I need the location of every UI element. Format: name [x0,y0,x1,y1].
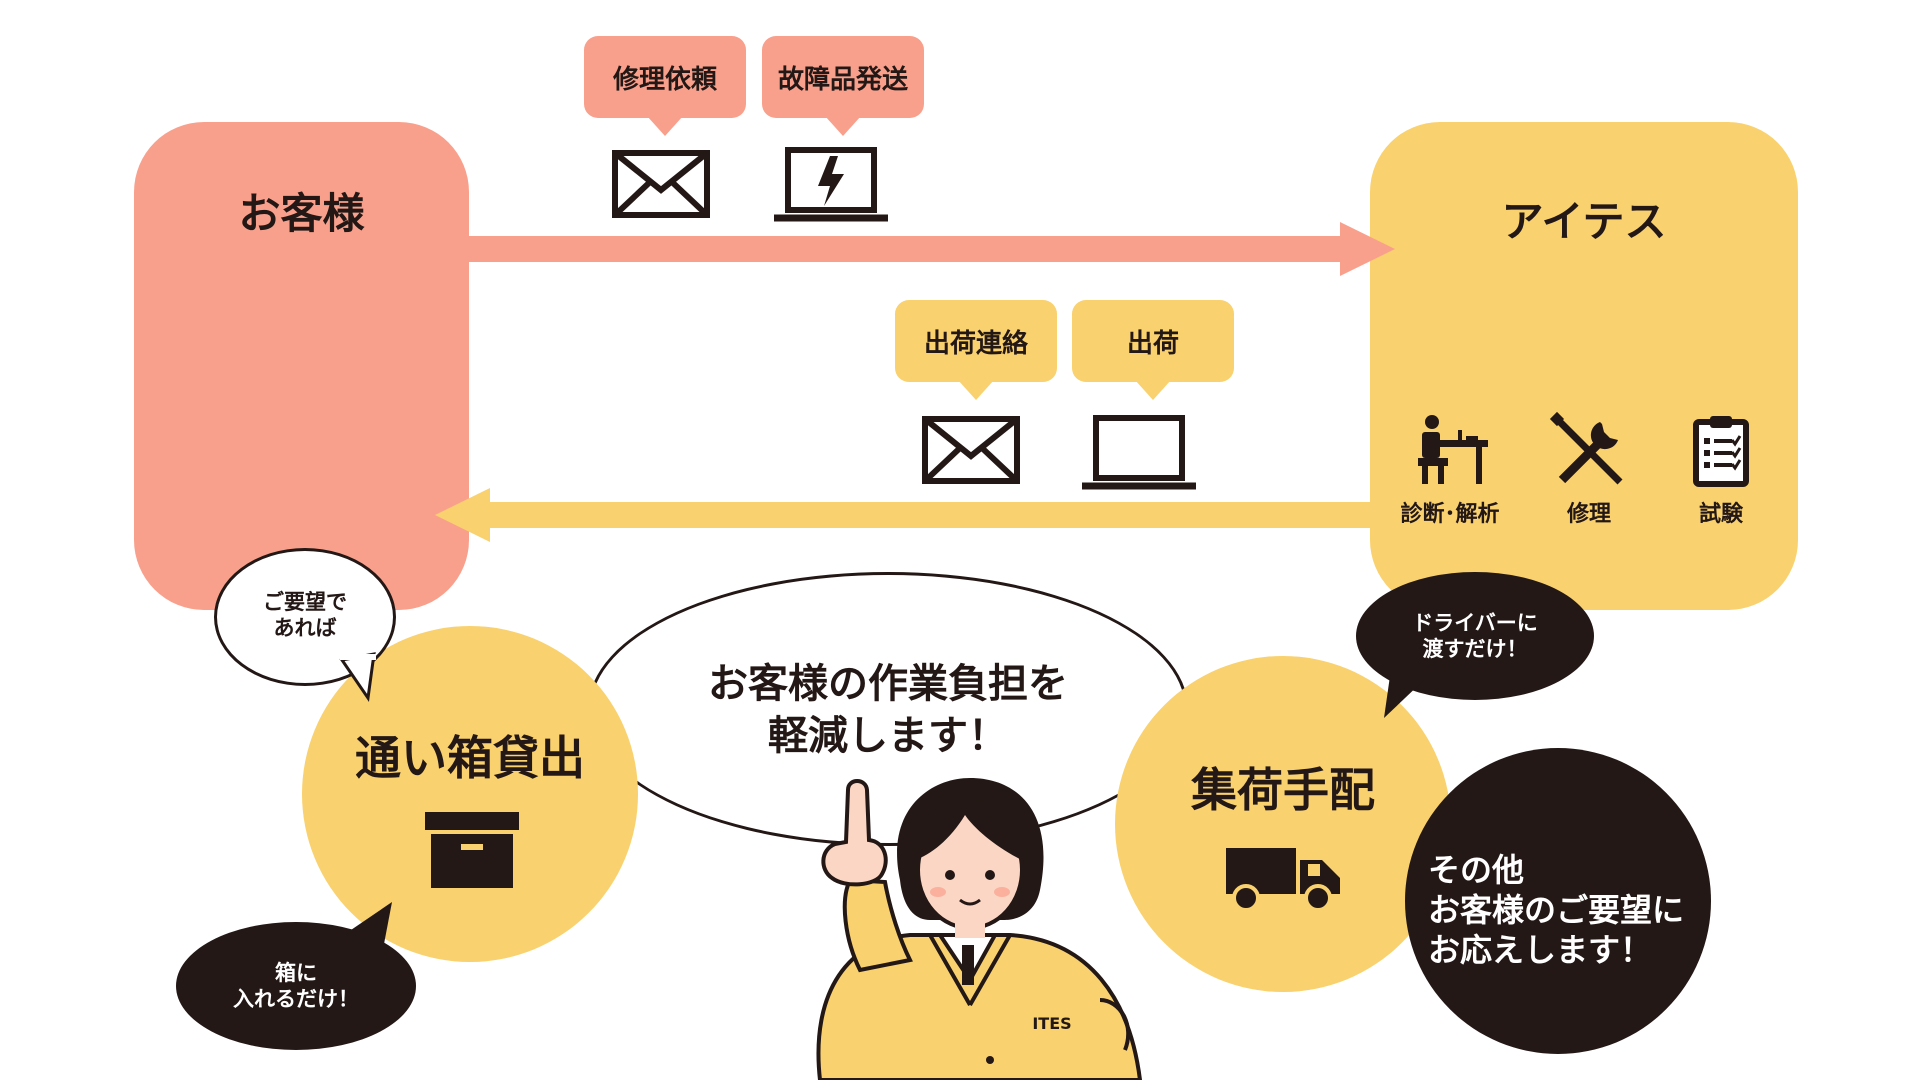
service-label-diagnosis: 診断･解析 [1400,502,1500,527]
bubble-driver-line1: ドライバーに [1412,611,1538,635]
pickup-circle [1115,656,1451,992]
bubble-just-box: 箱に 入れるだけ！ [176,922,416,1050]
service-label-test: 試験 [1698,502,1743,527]
arrow-to-ites-head [1340,222,1395,276]
envelope-icon [922,416,1020,484]
arrow-to-ites [460,236,1342,262]
mascot-badge: ITES [1032,1014,1072,1033]
main-message: お客様の作業負担を 軽減します！ [588,658,1188,762]
laptop-icon [1082,415,1196,490]
main-speech-bubble [588,572,1188,846]
other-requests-text: その他 お客様のご要望に お応えします！ [1428,850,1708,970]
customer-box [134,122,469,610]
desk-worker-icon [1418,415,1488,484]
tag-shipment: 出荷 [1072,300,1234,400]
arrow-to-customer [490,502,1370,528]
mascot-character [816,778,1143,1080]
other-line3: お応えします！ [1428,931,1653,969]
pickup-title: 集荷手配 [1191,763,1375,817]
clipboard-checklist-icon [1693,416,1749,487]
envelope-icon [612,150,710,218]
bubble-just-box-line1: 箱に [275,961,317,985]
service-label-repair: 修理 [1566,502,1611,527]
customer-title: お客様 [238,189,365,238]
other-line1: その他 [1428,851,1525,889]
broken-laptop-icon [774,147,888,222]
other-line2: お客様のご要望に [1428,891,1685,929]
ites-title: アイテス [1501,197,1667,246]
bubble-driver-tail [1384,676,1424,718]
tag-ship-notice: 出荷連絡 [895,300,1057,400]
main-message-line2: 軽減します！ [768,713,1008,759]
tag-repair-request: 修理依頼 [584,36,746,136]
box-rental-title: 通い箱貸出 [355,731,585,785]
delivery-truck-icon [1226,848,1340,912]
other-requests-circle [1405,748,1711,1054]
bubble-just-box-tail [348,902,392,944]
ites-box [1370,122,1798,610]
storage-box-icon [425,812,519,888]
bubble-just-box-line2: 入れるだけ！ [233,987,359,1011]
main-message-line1: お客様の作業負担を [708,661,1068,707]
arrow-to-customer-head [435,488,490,542]
bubble-driver-line2: 渡すだけ！ [1422,637,1528,661]
tag-ship-faulty: 故障品発送 [762,36,924,136]
bubble-if-wanted-tail [339,652,376,703]
bubble-if-wanted-line2: あれば [273,616,337,640]
wrench-screwdriver-icon [1549,411,1623,485]
bubble-if-wanted-line1: ご要望で [263,590,347,614]
